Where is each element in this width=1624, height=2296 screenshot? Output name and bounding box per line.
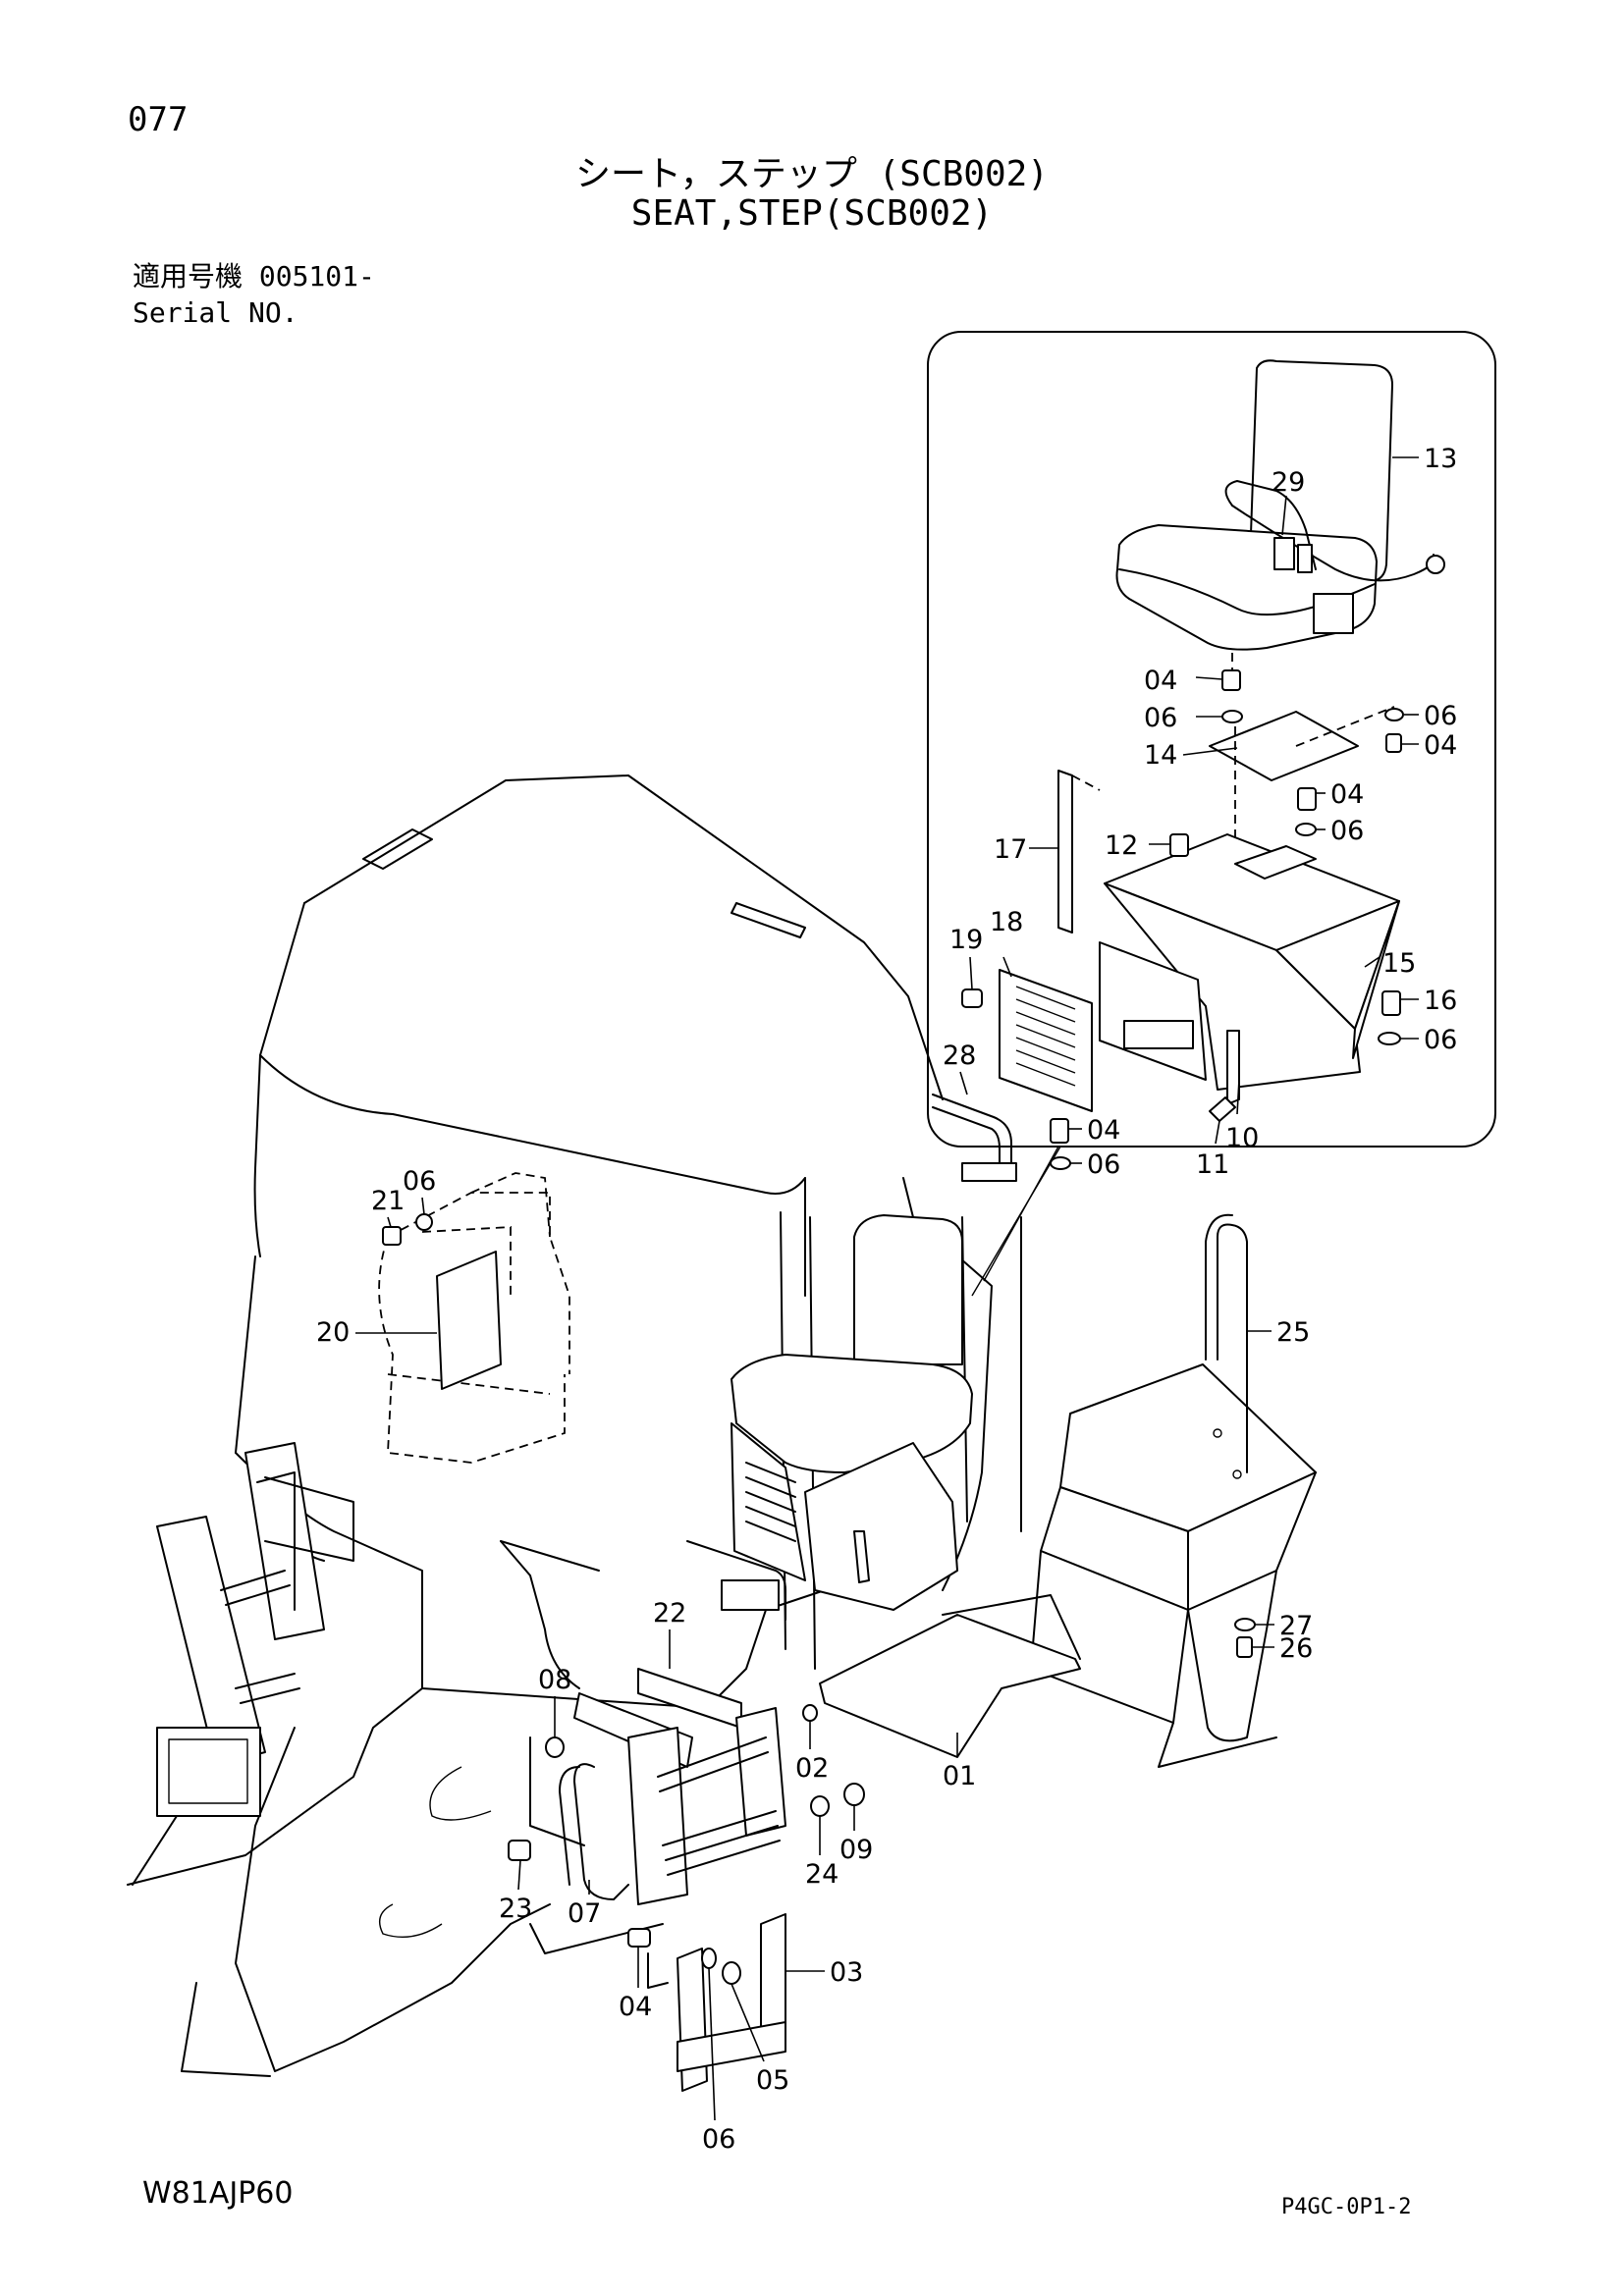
part-label-11: 11 xyxy=(1196,1149,1229,1180)
part-label-09: 09 xyxy=(839,1835,873,1865)
grab-handle-28-drawing xyxy=(932,1094,1012,1179)
part-label-14: 14 xyxy=(1144,740,1177,771)
part-label-24: 24 xyxy=(805,1859,839,1890)
washer-06b-drawing xyxy=(1384,708,1404,721)
plate-dashed-line-b xyxy=(1295,706,1395,747)
part-label-04: 04 xyxy=(1144,666,1177,696)
bolt-16-drawing xyxy=(1381,990,1401,1016)
part-label-15: 15 xyxy=(1382,948,1416,979)
part-label-20: 20 xyxy=(316,1317,350,1348)
part-label-29: 29 xyxy=(1272,467,1305,498)
center-step-ladder-drawing xyxy=(573,1668,786,1905)
part-label-06: 06 xyxy=(1424,701,1457,731)
part-label-17: 17 xyxy=(994,834,1027,865)
bolt-04c-drawing xyxy=(1297,787,1317,811)
drawing-code: W81AJP60 xyxy=(142,2176,294,2211)
part-label-27: 27 xyxy=(1279,1611,1313,1641)
washer-06f-drawing xyxy=(415,1213,433,1231)
bolt-26-drawing xyxy=(1236,1636,1253,1658)
inset-pointer-line-a xyxy=(971,1146,1061,1297)
bracket-20-drawing xyxy=(436,1251,502,1390)
part-label-06: 06 xyxy=(1424,1025,1457,1055)
seat-assembly-drawing xyxy=(1115,359,1445,651)
part-label-05: 05 xyxy=(756,2065,789,2096)
part-label-13: 13 xyxy=(1424,444,1457,474)
part-label-06: 06 xyxy=(1330,816,1364,846)
washer-08-drawing xyxy=(545,1736,565,1758)
part-label-28: 28 xyxy=(943,1041,976,1071)
nut-05-drawing xyxy=(722,1961,741,1985)
part-label-06: 06 xyxy=(403,1166,436,1197)
right-step-box-drawing xyxy=(819,1363,1317,1768)
bolt-19-drawing xyxy=(961,988,983,1008)
bolt-12-drawing xyxy=(1169,833,1189,857)
bolt-23-drawing xyxy=(508,1840,531,1861)
part-label-21: 21 xyxy=(371,1186,405,1216)
nut-09-drawing xyxy=(843,1783,865,1806)
bolt-02-drawing xyxy=(802,1704,818,1722)
part-label-07: 07 xyxy=(568,1898,601,1929)
handle-10-drawing xyxy=(1226,1030,1240,1105)
inset-pointer-line-b xyxy=(983,1146,1059,1282)
part-label-01: 01 xyxy=(943,1761,976,1791)
part-label-22: 22 xyxy=(653,1598,686,1629)
leader-lines xyxy=(355,456,1419,2121)
washer-06c-drawing xyxy=(1295,823,1317,836)
part-label-04: 04 xyxy=(1424,730,1457,761)
part-label-02: 02 xyxy=(795,1753,829,1784)
part-label-18: 18 xyxy=(990,907,1023,937)
washer-06g-drawing xyxy=(701,1948,717,1969)
grille-drawing xyxy=(999,969,1093,1112)
bolt-04a-drawing xyxy=(1221,669,1241,691)
washer-06a-drawing xyxy=(1221,710,1243,723)
nut-24-drawing xyxy=(810,1795,830,1817)
handrail-25-drawing xyxy=(1217,1223,1248,1473)
part-label-04: 04 xyxy=(1330,779,1364,810)
title-english: SEAT,STEP(SCB002) xyxy=(630,193,994,234)
bolt-11-drawing xyxy=(1209,1096,1236,1122)
part-label-06: 06 xyxy=(1087,1149,1120,1180)
seat-box-drawing xyxy=(1099,833,1400,1091)
part-label-10: 10 xyxy=(1225,1123,1259,1153)
bolt-04e-drawing xyxy=(627,1928,651,1948)
part-label-23: 23 xyxy=(499,1894,532,1924)
step-bracket-03-drawing xyxy=(647,1913,786,2092)
part-label-26: 26 xyxy=(1279,1633,1313,1664)
bracket-17-drawing xyxy=(1057,770,1073,934)
detail-inset-frame xyxy=(927,331,1496,1148)
title-japanese: シート，ステップ (SCB002) xyxy=(575,154,1049,194)
part-label-04: 04 xyxy=(619,1992,652,2022)
main-seat-drawing xyxy=(686,1214,973,1621)
serial-label-english: Serial NO. xyxy=(133,296,298,329)
washer-06e-drawing xyxy=(1050,1156,1071,1170)
left-step-ladder-drawing xyxy=(132,1442,354,1886)
part-label-04: 04 xyxy=(1087,1115,1120,1146)
bolt-04d-drawing xyxy=(1050,1118,1069,1144)
bolt-21-drawing xyxy=(382,1226,402,1246)
part-number-labels: 13 29 04 06 14 06 04 04 06 17 12 19 18 1… xyxy=(316,444,1457,2155)
part-label-16: 16 xyxy=(1424,986,1457,1016)
part-label-06: 06 xyxy=(1144,703,1177,733)
sheet-code: P4GC-0P1-2 xyxy=(1281,2195,1412,2219)
handle-07-drawing xyxy=(573,1763,629,1900)
bolt-04b-drawing xyxy=(1385,733,1402,753)
serial-label-japanese: 適用号機 005101- xyxy=(133,260,375,293)
part-label-08: 08 xyxy=(538,1665,571,1695)
washer-27-drawing xyxy=(1234,1618,1256,1631)
washer-06d-drawing xyxy=(1378,1032,1401,1045)
page-number: 077 xyxy=(128,100,189,139)
part-label-12: 12 xyxy=(1105,830,1138,861)
dashed-cabin-outline xyxy=(378,1172,570,1464)
part-label-06: 06 xyxy=(702,2124,735,2155)
part-label-03: 03 xyxy=(830,1957,863,1988)
part-label-19: 19 xyxy=(949,925,983,955)
part-label-25: 25 xyxy=(1276,1317,1310,1348)
seat-plate-drawing xyxy=(1209,711,1359,781)
